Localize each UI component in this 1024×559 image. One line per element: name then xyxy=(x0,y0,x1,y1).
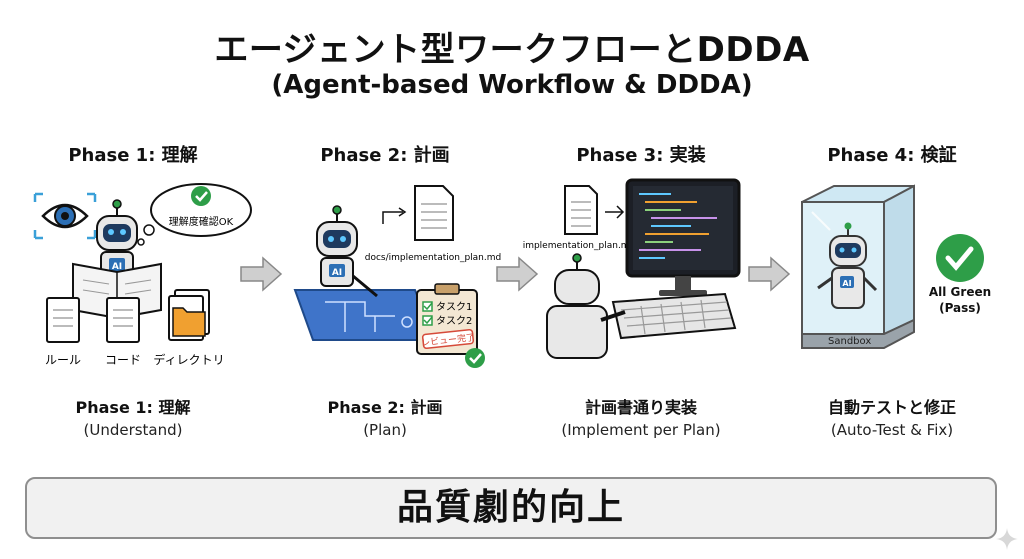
connector-line xyxy=(382,211,403,224)
quality-banner: 品質劇的向上 xyxy=(25,477,997,539)
doc-label-rules: ルール xyxy=(45,353,81,367)
svg-text:AI: AI xyxy=(842,279,851,288)
doc-label-code: コード xyxy=(105,353,141,367)
sandbox-box: Sandbox xyxy=(801,184,915,349)
phase-4-caption-sub: (Auto-Test & Fix) xyxy=(830,421,954,439)
phase-2-caption: Phase 2: 計画 (Plan) xyxy=(265,397,505,441)
sparkle-icon xyxy=(996,528,1018,550)
keyboard-icon xyxy=(611,292,737,340)
robot-icon xyxy=(546,253,626,359)
file-icon-rules: ルール xyxy=(45,297,81,367)
phase-2-caption-sub: (Plan) xyxy=(363,421,407,439)
check-icon xyxy=(936,234,984,282)
plan-file-label: docs/implementation_plan.md xyxy=(365,253,501,263)
check-icon xyxy=(465,348,485,368)
phase-2-heading: Phase 2: 計画 xyxy=(320,145,450,166)
robot-icon: AI xyxy=(817,222,878,309)
check-icon xyxy=(191,186,211,206)
phase-2-caption-main: Phase 2: 計画 xyxy=(327,398,443,417)
folder-icon: ディレクトリ xyxy=(153,289,225,367)
thought-bubble: 理解度確認OK xyxy=(137,183,252,246)
page-subtitle: (Agent-based Workflow & DDDA) xyxy=(271,70,753,100)
robot-icon: AI xyxy=(96,199,138,279)
connector-arrow xyxy=(605,205,625,219)
svg-text:AI: AI xyxy=(112,262,122,272)
phase-2-illustration: AI docs/implementation_plan.md タスク1 タスク2… xyxy=(293,185,501,368)
phase-1-caption-main: Phase 1: 理解 xyxy=(75,398,191,417)
bubble-text: 理解度確認OK xyxy=(169,215,234,228)
svg-text:AI: AI xyxy=(332,268,342,278)
phase-3-illustration: implementation_plan.md xyxy=(523,178,741,359)
status-label: All Green (Pass) xyxy=(928,285,992,315)
file-icon-code: コード xyxy=(105,297,141,367)
eye-icon xyxy=(33,192,97,240)
task-2: タスク2 xyxy=(436,315,472,327)
page-title: エージェント型ワークフローとDDDA xyxy=(214,30,810,70)
phase-4-caption-main: 自動テストと修正 xyxy=(827,398,956,417)
sandbox-label: Sandbox xyxy=(828,336,871,347)
clipboard-icon: タスク1 タスク2 レビュー完了 xyxy=(416,283,485,368)
phase-4-illustration: Sandbox AI All Green (Pass) xyxy=(801,184,992,349)
phase-1-illustration: 理解度確認OK AI ルール コード ディレクトリ xyxy=(33,183,252,367)
file-icon-plan xyxy=(414,185,454,241)
file-icon-plan xyxy=(564,185,598,235)
task-1: タスク1 xyxy=(436,301,472,313)
doc-label-directory: ディレクトリ xyxy=(153,352,224,367)
robot-icon: AI xyxy=(316,205,378,298)
blueprint xyxy=(293,289,437,341)
phase-4-heading: Phase 4: 検証 xyxy=(827,145,957,166)
phase-3-heading: Phase 3: 実装 xyxy=(576,145,706,166)
phase-1-caption-sub: (Understand) xyxy=(83,421,183,439)
arrow-right-icon xyxy=(240,256,283,292)
phase-3-caption-main: 計画書通り実装 xyxy=(584,398,697,417)
phase-3-caption: 計画書通り実装 (Implement per Plan) xyxy=(521,397,761,441)
phase-1-caption: Phase 1: 理解 (Understand) xyxy=(13,397,253,441)
phase-4-caption: 自動テストと修正 (Auto-Test & Fix) xyxy=(772,397,1012,441)
plan-file-label: implementation_plan.md xyxy=(523,241,636,251)
phase-1-heading: Phase 1: 理解 xyxy=(68,145,198,166)
monitor-icon xyxy=(625,178,741,296)
arrow-right-icon xyxy=(496,256,539,292)
arrow-right-icon xyxy=(748,256,791,292)
phase-3-caption-sub: (Implement per Plan) xyxy=(561,421,721,439)
